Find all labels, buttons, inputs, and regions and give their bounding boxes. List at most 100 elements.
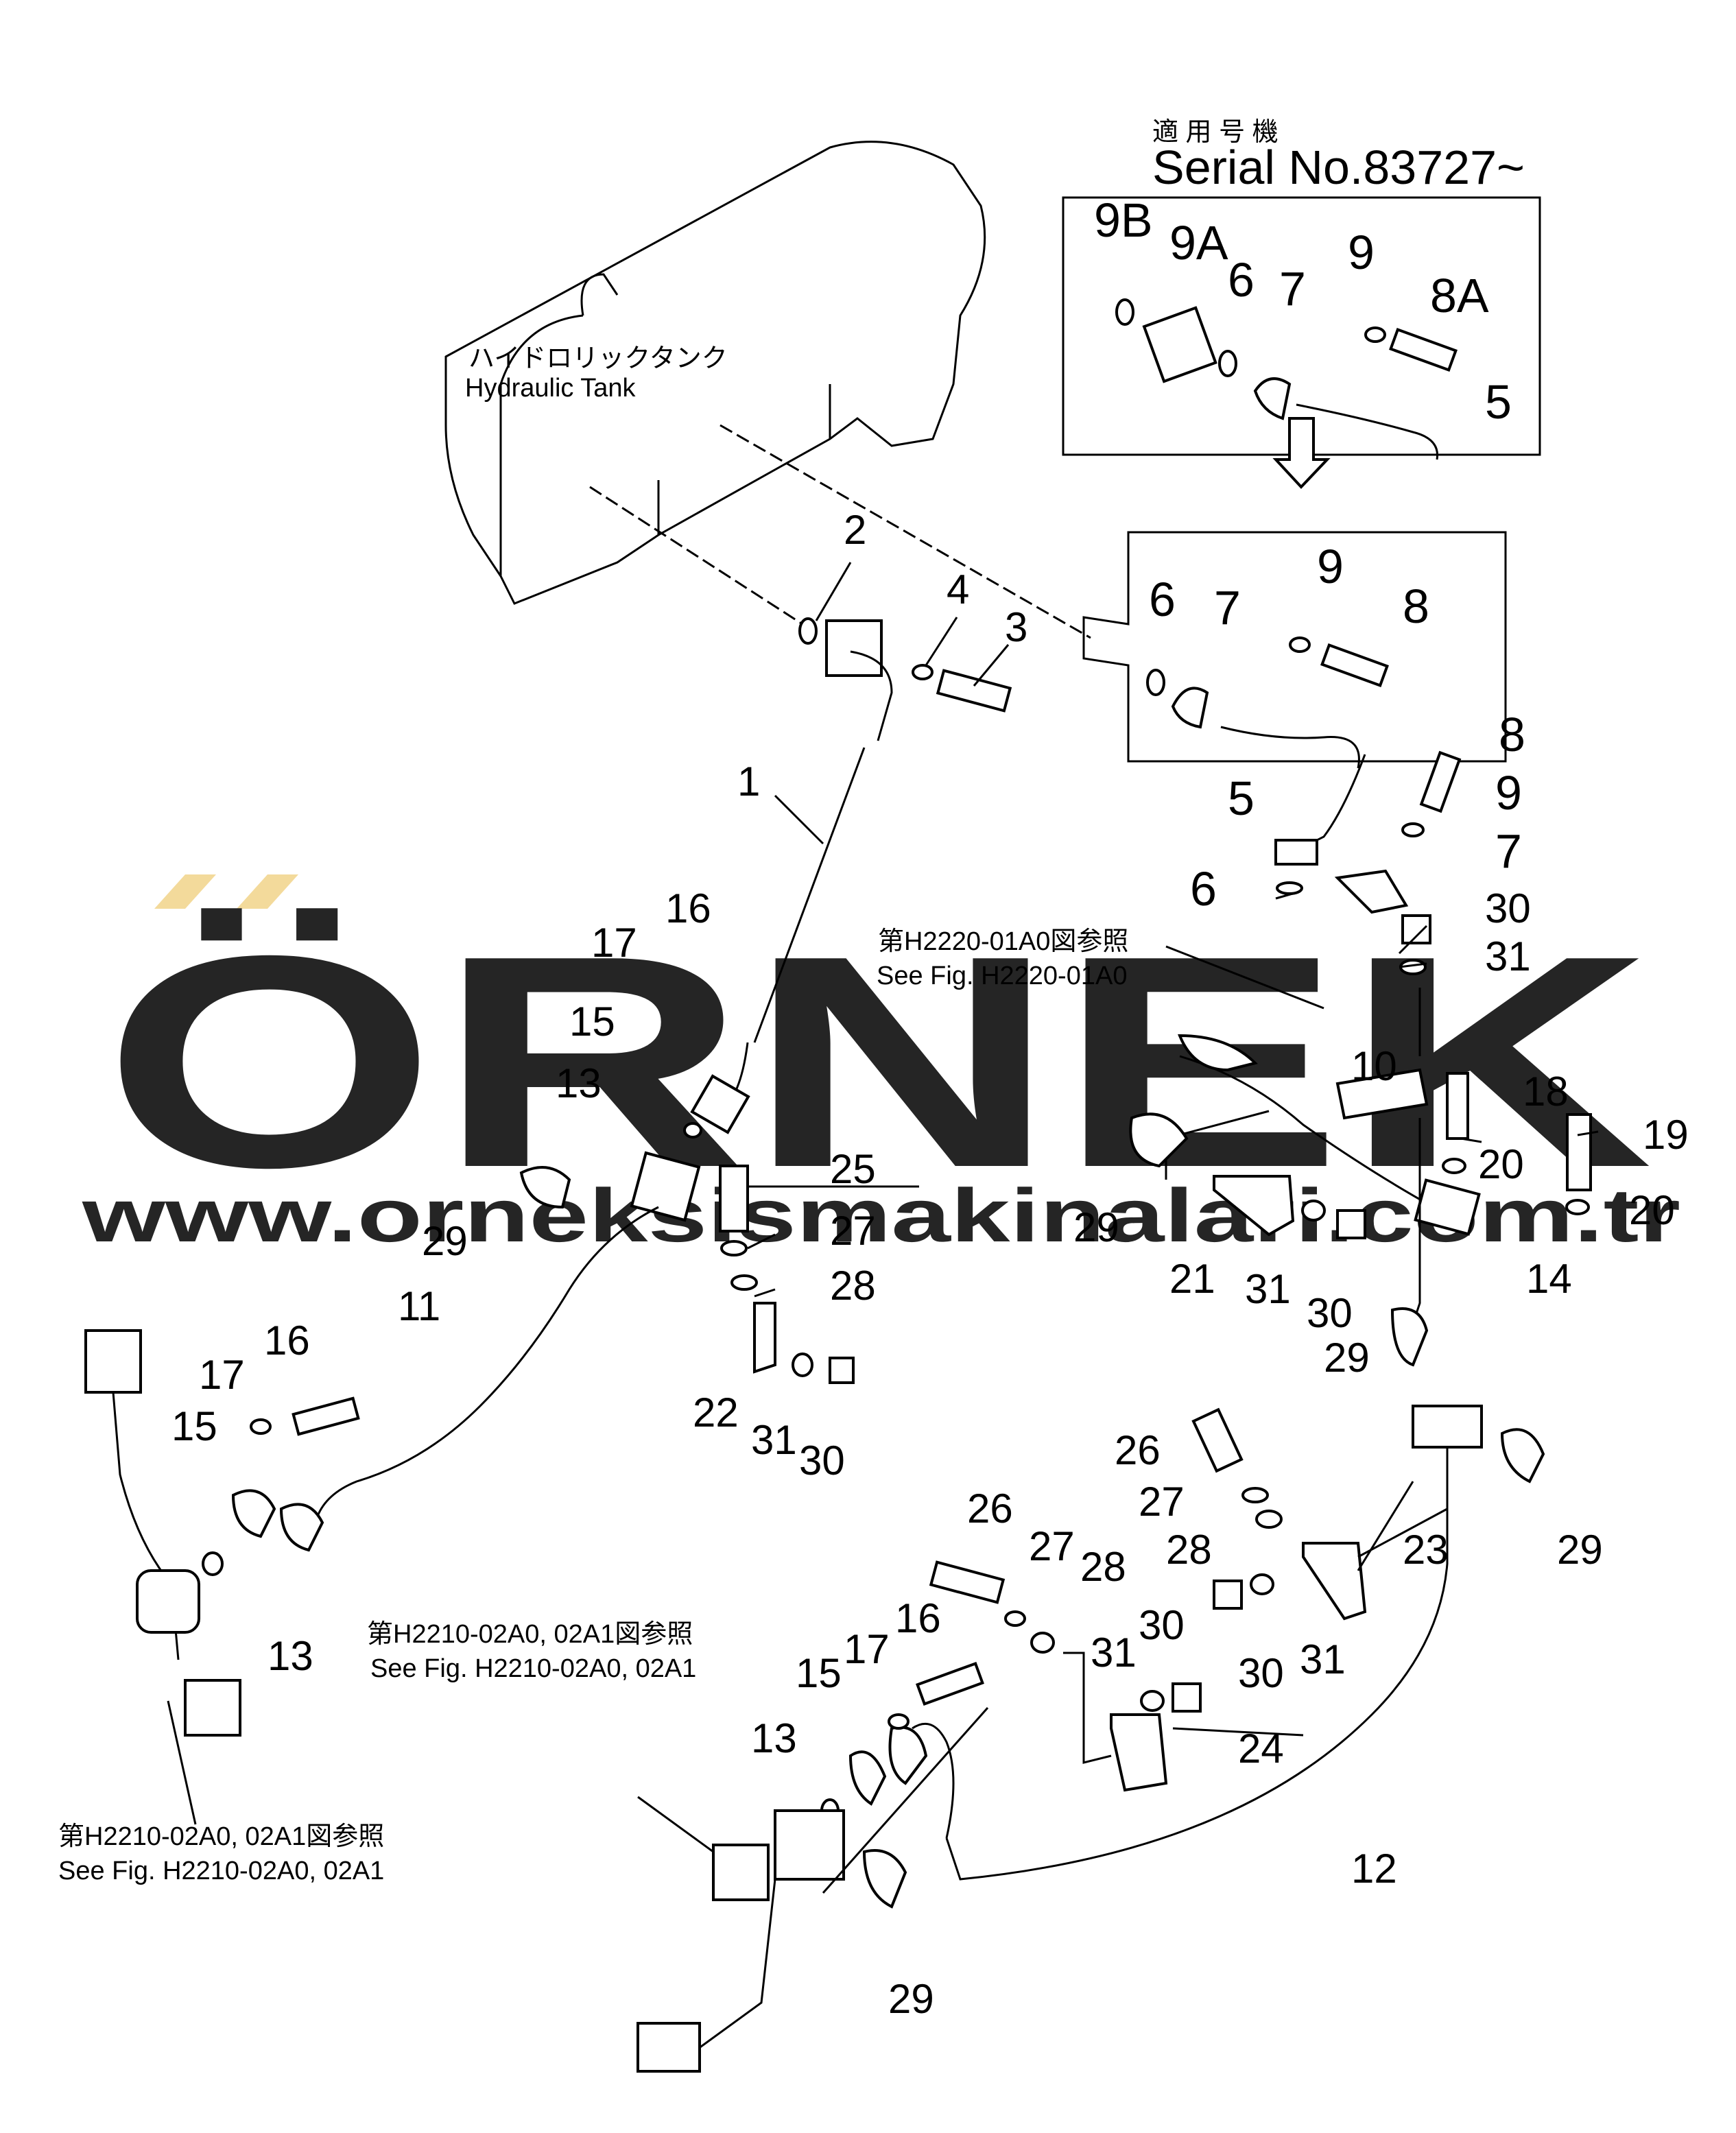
watermark-accent-right	[237, 874, 298, 909]
callout-30-b: 30	[1307, 1290, 1353, 1336]
option-box-mid-parts	[1146, 636, 1389, 769]
callout-26-a: 26	[1115, 1427, 1161, 1473]
callout-9-right: 9	[1495, 766, 1522, 820]
callout-28-c: 28	[1080, 1544, 1126, 1590]
callout-6-top: 6	[1228, 253, 1255, 307]
callout-16-a: 16	[665, 885, 711, 931]
callout-31-c: 31	[751, 1417, 797, 1463]
callout-9-top: 9	[1348, 226, 1375, 279]
callout-31-a: 31	[1485, 933, 1531, 979]
callout-19: 19	[1643, 1112, 1689, 1158]
callout-30-e: 30	[1139, 1602, 1185, 1648]
callout-29-c: 29	[1324, 1335, 1370, 1381]
callout-11: 11	[398, 1283, 440, 1329]
callout-15-a: 15	[569, 999, 615, 1045]
pipe-10-assembly	[1129, 914, 1481, 1367]
callout-9-mid: 9	[1317, 540, 1344, 593]
option-box-mid	[1082, 531, 1507, 763]
centerline-tank-1	[589, 486, 803, 625]
callout-30-c: 30	[799, 1438, 845, 1483]
bolts-18-19	[1442, 1072, 1592, 1215]
option-box-top-parts	[1115, 298, 1458, 460]
pipe-1-assembly	[690, 617, 1012, 1134]
left-valve-assembly	[84, 1329, 241, 1737]
callout-31-b: 31	[1245, 1266, 1291, 1312]
tank-label-en: Hydraulic Tank	[465, 374, 637, 403]
callout-8-mid: 8	[1403, 580, 1429, 633]
callout-24: 24	[1238, 1726, 1284, 1772]
callout-12: 12	[1351, 1846, 1397, 1892]
callout-29-d: 29	[1557, 1527, 1603, 1573]
watermark: ÖRNEK www.orneksismakinalari.com.tr	[82, 874, 1680, 1258]
callout-28-b: 28	[1166, 1527, 1212, 1573]
tank-label-jp: ハイドロリックタンク	[468, 344, 728, 373]
bracket-23	[1191, 1407, 1367, 1621]
callout-6-mid: 6	[1149, 573, 1176, 626]
callout-1: 1	[737, 759, 760, 805]
callout-25: 25	[830, 1146, 876, 1192]
callout-9b: 9B	[1094, 193, 1153, 247]
callout-17-a: 17	[591, 920, 637, 966]
tube-5-assembly	[1274, 750, 1462, 914]
callout-10: 10	[1351, 1043, 1397, 1089]
pipe-12-assembly	[637, 1405, 1545, 2073]
callout-7-mid: 7	[1214, 581, 1241, 634]
callout-15-b: 15	[171, 1403, 217, 1449]
callout-7-top: 7	[1279, 262, 1306, 315]
ref-h2210-top-jp: 第H2210-02A0, 02A1図参照	[367, 1620, 693, 1649]
callout-29-a: 29	[422, 1218, 468, 1264]
watermark-accent-left	[154, 874, 216, 909]
callout-4: 4	[947, 567, 969, 612]
callout-17-c: 17	[844, 1626, 890, 1672]
callout-13-a: 13	[556, 1060, 602, 1106]
callout-5-mid: 5	[1228, 772, 1255, 825]
centerline-tank-2	[720, 424, 1091, 639]
callout-30-a: 30	[1485, 885, 1531, 931]
callout-3: 3	[1005, 604, 1027, 650]
callout-20-b: 20	[1629, 1187, 1675, 1233]
callout-5-top: 5	[1485, 375, 1512, 429]
callout-16-c: 16	[895, 1595, 941, 1641]
callout-15-c: 15	[796, 1650, 842, 1696]
callout-2: 2	[844, 507, 866, 553]
callout-22: 22	[693, 1390, 739, 1435]
callout-6-right: 6	[1190, 862, 1217, 916]
leader-lines	[167, 562, 1599, 1894]
callout-8a: 8A	[1430, 269, 1489, 322]
callout-28-a: 28	[830, 1263, 876, 1309]
arrow-up-icon	[1272, 417, 1331, 489]
pipe-11-assembly	[231, 1122, 855, 1552]
bracket-21	[1213, 1175, 1366, 1239]
callout-8-right: 8	[1499, 708, 1525, 761]
ref-h2210-left-en: See Fig. H2210-02A0, 02A1	[58, 1857, 384, 1885]
callout-23: 23	[1403, 1527, 1449, 1573]
callout-31-d: 31	[1300, 1636, 1346, 1682]
watermark-brand: ÖRNEK	[103, 894, 1653, 1230]
callout-27-c: 27	[1029, 1523, 1075, 1569]
callout-18: 18	[1523, 1069, 1569, 1115]
callout-17-b: 17	[199, 1352, 245, 1398]
bracket-24	[929, 1560, 1202, 1792]
ref-h2210-top-en: See Fig. H2210-02A0, 02A1	[370, 1654, 696, 1683]
callout-7-right: 7	[1495, 824, 1522, 878]
callout-13-c: 13	[751, 1715, 797, 1761]
callout-31-e: 31	[1091, 1630, 1137, 1676]
callout-14: 14	[1526, 1256, 1572, 1302]
callout-20-a: 20	[1478, 1141, 1524, 1187]
applicable-serial-jp: 適 用 号 機	[1152, 118, 1279, 147]
callout-29-e: 29	[888, 1976, 934, 2022]
callout-9a: 9A	[1169, 216, 1228, 270]
callout-30-d: 30	[1238, 1650, 1284, 1696]
callout-21: 21	[1169, 1256, 1215, 1302]
callout-29-b: 29	[1073, 1204, 1119, 1250]
callout-13-b: 13	[267, 1633, 313, 1679]
callout-26-b: 26	[967, 1486, 1013, 1532]
ref-h2220-jp: 第H2220-01A0図参照	[878, 927, 1128, 956]
hydraulic-tank: ハイドロリックタンク Hydraulic Tank	[444, 141, 986, 605]
callout-27-b: 27	[1139, 1479, 1185, 1525]
callout-labels: 9B 9A 6 7 9 8A 5 6 7 9 8 5 2 4 3 1 8 9 7…	[58, 193, 1689, 2022]
ref-h2210-left-jp: 第H2210-02A0, 02A1図参照	[58, 1822, 384, 1851]
serial-number: Serial No.83727~	[1152, 141, 1525, 194]
